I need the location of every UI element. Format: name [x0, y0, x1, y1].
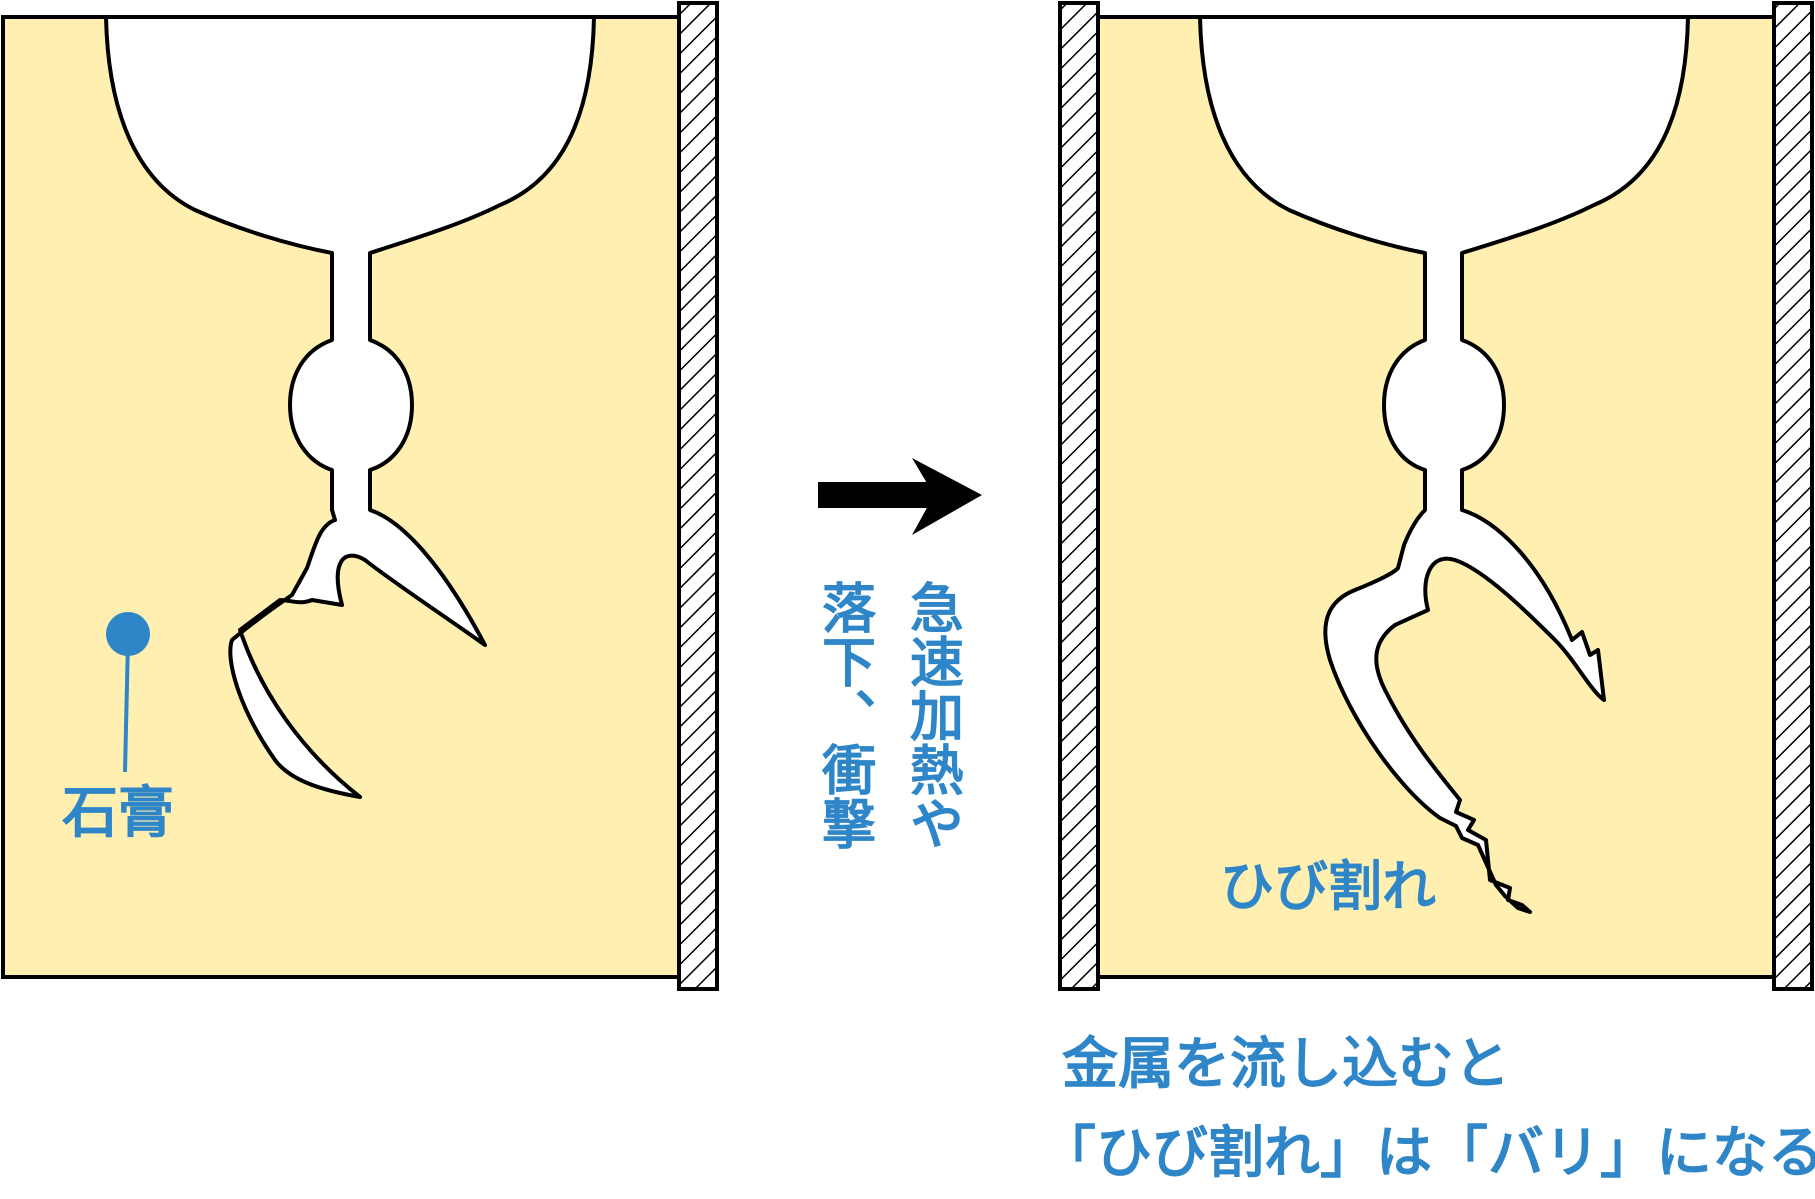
flask-wall-right-left — [1058, 1, 1100, 991]
cause-label-line2: 落下、衝撃 — [813, 580, 877, 850]
flask-wall-left-right — [677, 1, 719, 991]
mold-before — [1, 1, 719, 991]
crack-label: ひび割れ — [1220, 855, 1436, 918]
result-caption-line1: 金属を流し込むと — [1061, 1032, 1510, 1097]
plaster-label: 石膏 — [62, 781, 174, 846]
pin-marker-icon — [106, 612, 150, 656]
pin-marker-line — [123, 639, 130, 773]
cause-label: 急速加熱や 落下、衝撃 — [813, 580, 964, 850]
casting-cavity-right — [1198, 15, 1690, 914]
mold-after — [1058, 1, 1814, 991]
plaster-marker — [106, 612, 150, 773]
flask-wall-right-right — [1772, 1, 1814, 991]
result-caption-line2: 「ひび割れ」は「バリ」になる — [1040, 1121, 1815, 1186]
cause-label-line1: 急速加熱や — [901, 580, 964, 850]
casting-cavity-left — [104, 15, 596, 799]
arrow-right-icon — [818, 458, 982, 535]
